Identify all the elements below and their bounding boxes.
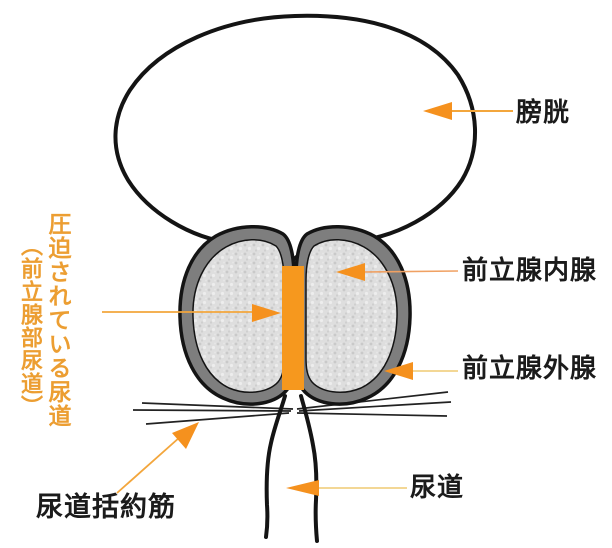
label-prostate-outer-gland: 前立腺外腺 — [462, 353, 598, 383]
label-urethra: 尿道 — [410, 472, 465, 502]
label-compressed-urethra-line1: 圧迫されている尿道 — [45, 212, 71, 428]
urethra-arrow — [286, 480, 407, 496]
prostate-right-lobe-inner — [305, 239, 398, 394]
inner-gland-arrow — [336, 263, 459, 281]
outer-gland-arrow — [384, 362, 458, 380]
label-prostate-inner-gland: 前立腺内腺 — [462, 255, 598, 285]
label-compressed-urethra-line2: （前立腺部尿道） — [18, 234, 43, 418]
compressed-urethra-bar — [282, 266, 304, 390]
label-compressed-urethra: 圧迫されている尿道 （前立腺部尿道） — [16, 212, 72, 450]
sphincter-lines — [132, 391, 452, 425]
bladder-shape — [113, 13, 478, 262]
label-urethral-sphincter: 尿道括約筋 — [36, 492, 176, 522]
sphincter-arrow — [116, 422, 199, 494]
label-bladder: 膀胱 — [516, 97, 571, 127]
compressed-urethra-arrow — [102, 304, 281, 322]
bladder-arrow — [423, 102, 513, 120]
urethra-tube — [264, 394, 319, 543]
